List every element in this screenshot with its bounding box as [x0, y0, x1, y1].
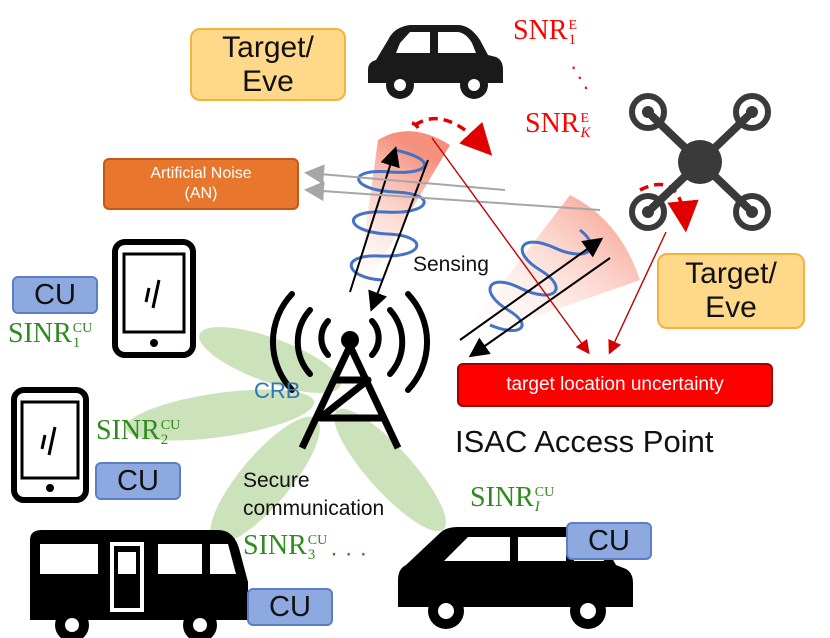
target-eve-box-right: Target/ Eve — [657, 253, 805, 329]
communication-beams — [125, 327, 446, 544]
cu-badge-3: CU — [247, 588, 333, 626]
sensing-beam-right — [455, 195, 640, 345]
uncertainty-arrows — [431, 137, 667, 355]
smartphone-icon — [112, 239, 196, 358]
wave-right — [488, 228, 593, 333]
sensing-beam-top — [355, 131, 450, 305]
artificial-noise-arrows — [304, 164, 601, 211]
rv-icon — [30, 530, 248, 638]
target-eve-box-top: Target/ Eve — [190, 28, 346, 101]
car-icon — [368, 25, 503, 99]
crb-label: CRB — [254, 378, 301, 403]
wave-top — [349, 148, 427, 282]
cu-badge-2: CU — [95, 462, 181, 500]
secure-communication-label: Secure communication — [243, 469, 385, 520]
cu-ellipsis: · · · — [330, 540, 368, 567]
isac-access-point-label: ISAC Access Point — [455, 424, 714, 459]
comm-beam-cu2 — [125, 389, 315, 441]
target-location-uncertainty-box: target location uncertainty — [457, 363, 773, 407]
comm-beam-cu-i — [334, 408, 446, 532]
sensing-arrows — [349, 146, 611, 358]
drone-icon — [629, 93, 771, 231]
snr-ellipsis: · · · — [570, 54, 590, 99]
comm-beam-cu3 — [210, 416, 320, 544]
sensing-beams — [355, 131, 640, 345]
smartphone-icon — [11, 387, 89, 503]
comm-beam-cu1 — [199, 327, 341, 393]
cu-badge-1: CU — [12, 276, 98, 314]
sensing-label: Sensing — [413, 253, 489, 276]
artificial-noise-box: Artificial Noise (AN) — [103, 158, 299, 210]
sensing-waves — [349, 148, 593, 333]
cu-badge-i: CU — [566, 522, 652, 560]
